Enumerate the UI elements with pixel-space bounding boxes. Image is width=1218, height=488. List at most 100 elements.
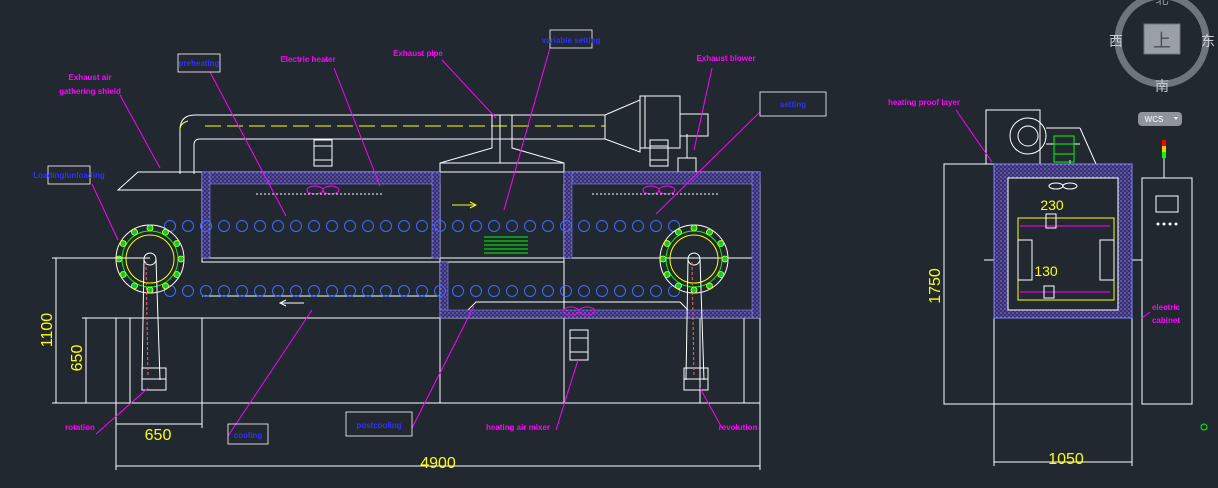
sprocket-teeth: [115, 224, 729, 294]
chain-link: [452, 220, 464, 232]
chain-link: [362, 220, 374, 232]
sprocket-tooth: [659, 255, 667, 263]
chain-link: [596, 220, 608, 232]
compass-north[interactable]: 北: [1155, 0, 1168, 8]
chain-link: [614, 220, 626, 232]
sprocket-tooth: [690, 286, 698, 294]
dim-side-width: 1050: [1048, 451, 1084, 468]
insulation-walls: [201, 171, 761, 319]
label-exhaust-blower: Exhaust blower: [696, 54, 755, 63]
sprocket-tooth: [690, 224, 698, 232]
chain-link: [308, 285, 320, 297]
sprocket-tooth: [663, 271, 671, 278]
label-exhaust-pipe: Exhaust pipe: [393, 49, 443, 58]
wcs-label[interactable]: WCS: [1145, 115, 1164, 124]
chain-link: [632, 220, 644, 232]
compass-south[interactable]: 南: [1155, 79, 1169, 95]
stacked-plates: [484, 236, 528, 254]
dimension-text: 4900 1050 650 1100 650 1750 230 130: [39, 197, 1084, 472]
sprocket-tooth: [717, 240, 725, 247]
chain-link: [380, 220, 392, 232]
chain-link: [398, 285, 410, 297]
chain-link: [416, 285, 428, 297]
sprocket-tooth: [177, 255, 185, 263]
chain-link: [380, 285, 392, 297]
leader-lines: [91, 47, 1151, 437]
chain-link: [254, 285, 266, 297]
label-cooling: cooling: [234, 431, 263, 440]
conveyor-chain: [164, 220, 680, 297]
chain-link: [632, 285, 644, 297]
sprocket-tooth: [146, 224, 154, 232]
chain-link: [362, 285, 374, 297]
sprocket-tooth: [119, 271, 127, 278]
chain-link: [272, 220, 284, 232]
chain-link: [344, 285, 356, 297]
chain-link: [326, 285, 338, 297]
compass-ring[interactable]: [1114, 0, 1210, 88]
label-electric: electric: [1152, 303, 1181, 312]
dim-left-lower-height: 650: [69, 345, 86, 372]
chain-link: [326, 220, 338, 232]
label-heating-air-mixer: heating air mixer: [486, 423, 550, 432]
dim-left-width: 650: [145, 427, 172, 444]
sprocket-tooth: [146, 286, 154, 294]
chain-link: [524, 220, 536, 232]
chain-link: [434, 220, 446, 232]
chain-link: [542, 220, 554, 232]
chain-link: [542, 285, 554, 297]
chain-link: [218, 285, 230, 297]
chain-link: [488, 285, 500, 297]
view-compass[interactable]: 上 北 西 东 南 WCS: [1109, 0, 1215, 126]
wcs-button[interactable]: [1138, 112, 1182, 126]
chain-link: [290, 220, 302, 232]
compass-center[interactable]: 上: [1153, 31, 1171, 52]
dim-inner-mid: 130: [1034, 263, 1058, 279]
compass-east[interactable]: 东: [1201, 34, 1215, 50]
chain-link: [290, 285, 302, 297]
label-electric-heater: Electric heater: [280, 55, 335, 64]
chain-link: [416, 220, 428, 232]
chain-link: [596, 285, 608, 297]
sprocket-tooth: [131, 228, 138, 236]
labels: Exhaust air gathering shield preheating …: [33, 36, 1180, 440]
chain-link: [614, 285, 626, 297]
sprocket-tooth: [119, 240, 127, 247]
label-heating-proof-layer: heating proof layer: [888, 98, 960, 107]
chain-link: [668, 285, 680, 297]
view-cube-top[interactable]: [1143, 23, 1181, 55]
chain-link: [524, 285, 536, 297]
chain-link: [560, 285, 572, 297]
label-cabinet: cabinet: [1152, 316, 1180, 325]
chain-link: [578, 285, 590, 297]
chain-link: [236, 220, 248, 232]
sprocket-tooth: [706, 282, 713, 290]
label-gathering-shield: gathering shield: [59, 87, 121, 96]
sprocket-tooth: [173, 271, 181, 278]
chain-link: [452, 285, 464, 297]
chain-link: [560, 220, 572, 232]
sprocket-tooth: [663, 240, 671, 247]
chain-link: [236, 285, 248, 297]
compass-west[interactable]: 西: [1109, 34, 1123, 50]
sprocket-tooth: [675, 228, 682, 236]
ucs-marker: [1200, 423, 1208, 431]
chain-link: [434, 285, 446, 297]
chain-link: [488, 220, 500, 232]
dimension-lines: [52, 164, 1133, 470]
sprocket-tooth: [162, 228, 169, 236]
chain-link: [254, 220, 266, 232]
fans: [306, 185, 676, 316]
dim-inner-top: 230: [1040, 197, 1064, 213]
sprocket-tooth: [706, 228, 713, 236]
label-boxes: [47, 29, 827, 445]
chain-link: [398, 220, 410, 232]
chain-link: [506, 220, 518, 232]
label-exhaust-air: Exhaust air: [68, 73, 111, 82]
chain-link: [650, 285, 662, 297]
label-revolution: revolution: [719, 423, 758, 432]
dim-total-length: 4900: [420, 455, 456, 472]
sprocket-tooth: [162, 282, 169, 290]
chain-link: [182, 220, 194, 232]
